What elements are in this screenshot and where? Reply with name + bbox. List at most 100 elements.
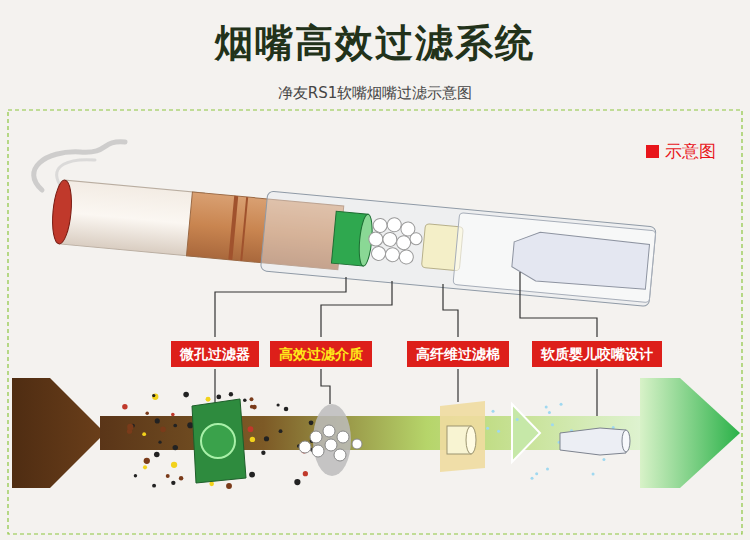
label-text: 微孔过滤器 xyxy=(180,342,250,366)
granule xyxy=(310,431,322,443)
particle xyxy=(516,418,519,421)
particle xyxy=(158,440,161,443)
filter-band xyxy=(240,197,248,261)
dashed-frame xyxy=(8,110,742,534)
particle xyxy=(160,427,166,433)
particle xyxy=(277,403,280,406)
particle xyxy=(243,398,247,402)
particle xyxy=(206,397,211,402)
particle xyxy=(303,471,308,476)
label-box: 高效过滤介质 xyxy=(270,341,372,367)
granule xyxy=(400,221,415,236)
filter-media-granules xyxy=(299,425,362,461)
particle xyxy=(227,421,233,427)
diagram-title: 烟嘴高效过滤系统 xyxy=(0,18,750,69)
particle xyxy=(171,413,175,417)
particle xyxy=(171,481,175,485)
cigarette-holder xyxy=(49,171,656,306)
clean-air-arrow xyxy=(640,378,740,488)
particle xyxy=(546,468,549,471)
particle xyxy=(238,428,243,433)
particle xyxy=(131,424,135,428)
particle xyxy=(235,428,241,434)
particle xyxy=(301,448,306,453)
particle xyxy=(179,476,183,480)
particle xyxy=(206,437,212,443)
particle xyxy=(127,429,132,434)
particle xyxy=(531,477,534,480)
cigarette-filter xyxy=(186,192,343,270)
particle xyxy=(187,422,193,428)
leader-line xyxy=(457,369,458,402)
particle xyxy=(249,472,255,478)
filter-granules xyxy=(367,216,424,266)
granule xyxy=(410,232,423,245)
particle xyxy=(535,472,538,475)
granule xyxy=(323,425,335,437)
particle xyxy=(602,458,605,461)
granule xyxy=(334,449,346,461)
particle xyxy=(216,456,222,462)
particle xyxy=(209,482,214,487)
particle xyxy=(173,424,177,428)
particle xyxy=(261,451,265,455)
granule xyxy=(396,235,411,250)
leader-line xyxy=(214,369,215,404)
particle xyxy=(570,429,573,432)
particle xyxy=(144,458,150,464)
particle xyxy=(143,465,147,469)
particle xyxy=(229,392,233,396)
filter-band xyxy=(228,196,238,260)
filter-media-disc xyxy=(313,404,351,476)
particle xyxy=(152,394,155,397)
leader-line xyxy=(520,272,597,337)
granule xyxy=(299,441,311,453)
mouthpiece-icon-end xyxy=(622,430,630,452)
particle xyxy=(562,444,565,447)
micro-filter-disc xyxy=(201,424,235,458)
granule xyxy=(387,217,402,232)
cigarette-paper xyxy=(59,180,204,257)
leader-line xyxy=(443,284,458,337)
legend-text: 示意图 xyxy=(665,140,716,163)
cotton-cylinder-end xyxy=(466,426,476,454)
particle xyxy=(183,392,189,398)
label-text: 高纤维过滤棉 xyxy=(416,342,500,366)
particle xyxy=(486,427,489,430)
particle xyxy=(152,484,156,488)
particle xyxy=(264,436,269,441)
particle xyxy=(592,472,595,475)
particle xyxy=(199,412,202,415)
particle xyxy=(226,469,230,473)
cotton-cylinder xyxy=(447,426,471,454)
particle xyxy=(218,431,224,437)
particle xyxy=(601,448,604,451)
legend-item: 示意图 xyxy=(646,140,716,163)
particle xyxy=(216,443,220,447)
particle xyxy=(252,405,257,410)
flow-arrowhead xyxy=(512,404,540,462)
particle xyxy=(142,432,146,436)
holder-mouth-section xyxy=(453,213,656,303)
particle xyxy=(226,483,232,489)
particle xyxy=(134,474,137,477)
label-box: 高纤维过滤棉 xyxy=(407,341,509,367)
particle xyxy=(250,397,254,401)
particle xyxy=(310,448,314,452)
micro-filter-end xyxy=(357,214,374,267)
granule xyxy=(385,247,400,262)
soft-mouthpiece xyxy=(511,230,650,291)
flow-band xyxy=(100,416,645,450)
particle xyxy=(545,405,548,408)
particle xyxy=(213,429,219,435)
leader-line xyxy=(321,369,330,404)
particle xyxy=(558,441,561,444)
label-box: 软质婴儿咬嘴设计 xyxy=(532,341,662,367)
particle xyxy=(225,417,229,421)
smoke xyxy=(57,160,95,185)
micro-filter-plate xyxy=(192,399,246,483)
legend-swatch xyxy=(646,145,659,158)
particle xyxy=(207,459,213,465)
particle xyxy=(205,425,211,431)
